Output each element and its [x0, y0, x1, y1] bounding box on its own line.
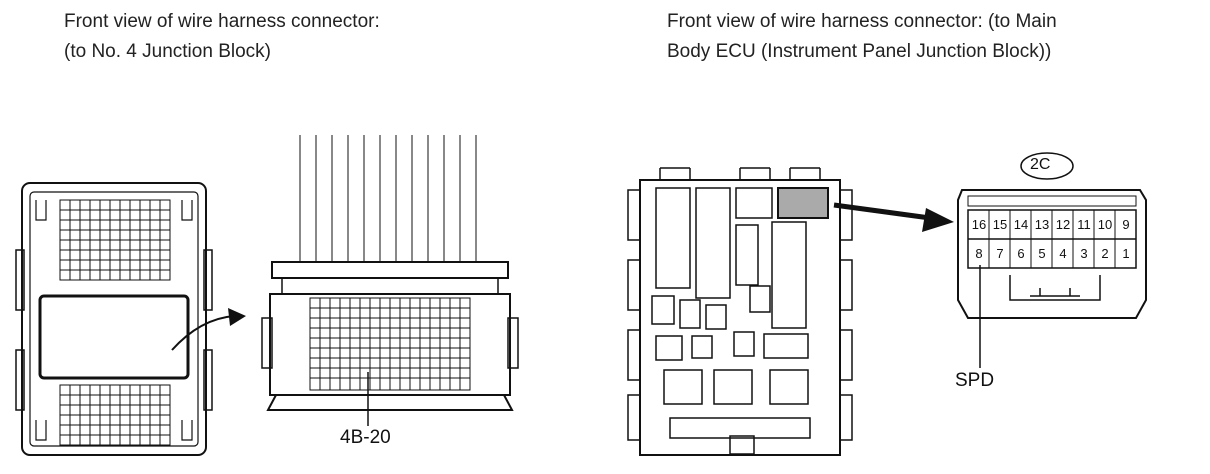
pin-14: 14 [1014, 217, 1028, 232]
lower-pin-grid [59, 384, 171, 446]
connector-socket [38, 294, 190, 380]
pin-15: 15 [993, 217, 1007, 232]
connector-4b-pin-grid [309, 297, 471, 391]
left-caption-line1: Front view of wire harness connector: [64, 11, 380, 32]
pin-16: 16 [972, 217, 986, 232]
right-caption: Front view of wire harness connector: (t… [667, 7, 1057, 67]
connector-2c-id-oval [1020, 152, 1074, 180]
connector-2c-pin-labels: 16 15 14 13 12 11 10 9 8 7 6 5 4 3 2 1 [972, 217, 1130, 261]
pin-7: 7 [996, 246, 1003, 261]
right-caption-line1: Front view of wire harness connector: (t… [667, 11, 1057, 32]
pin-3: 3 [1080, 246, 1087, 261]
connector-4b-20-label: 4B-20 [340, 427, 391, 448]
pin-5: 5 [1038, 246, 1045, 261]
pin-1: 1 [1122, 246, 1129, 261]
pin-6: 6 [1017, 246, 1024, 261]
right-caption-line2: Body ECU (Instrument Panel Junction Bloc… [667, 41, 1052, 62]
connector-2c [957, 152, 1147, 368]
pin-2: 2 [1101, 246, 1108, 261]
junction-block-4 [15, 182, 213, 456]
pin-9: 9 [1122, 217, 1129, 232]
pin-11: 11 [1077, 217, 1091, 232]
spd-label: SPD [955, 370, 995, 391]
pin-13: 13 [1035, 217, 1049, 232]
left-caption-line2: (to No. 4 Junction Block) [64, 41, 271, 62]
arrow-right [833, 202, 954, 232]
pin-4: 4 [1059, 246, 1066, 261]
ecu-components [651, 187, 811, 455]
main-body-ecu [627, 167, 853, 456]
pin-10: 10 [1098, 217, 1112, 232]
upper-pin-grid [59, 199, 171, 281]
connector-4b [261, 135, 519, 426]
pin-8: 8 [975, 246, 982, 261]
left-caption: Front view of wire harness connector: (t… [64, 7, 380, 67]
arrow-left [171, 308, 246, 351]
pin-12: 12 [1056, 217, 1070, 232]
highlighted-connector-2c [777, 187, 829, 219]
connector-2c-id-label: 2C [1030, 156, 1051, 173]
